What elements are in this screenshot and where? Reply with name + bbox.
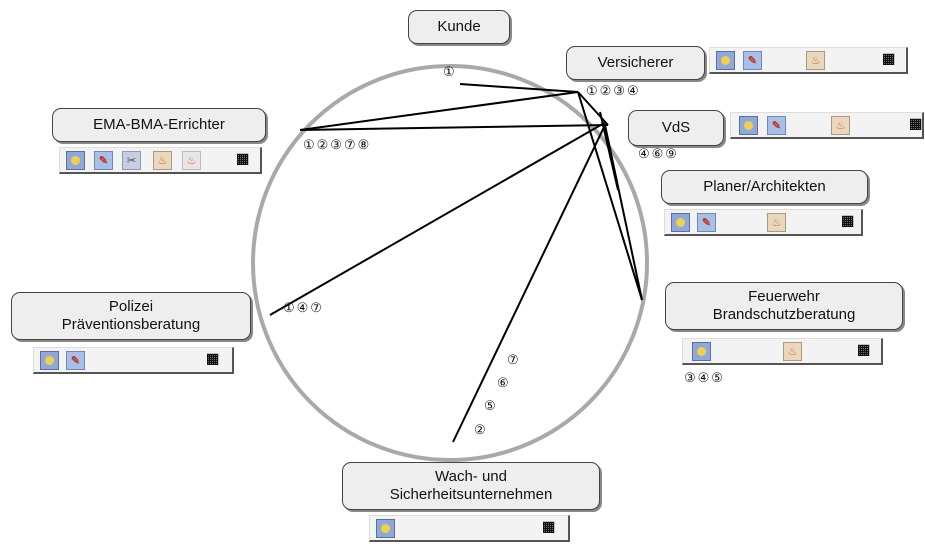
markers-ema: ①②③⑦⑧ bbox=[303, 137, 372, 152]
node-polizei-label-1: Polizei bbox=[108, 298, 154, 315]
node-ema: EMA-BMA-Errichter bbox=[52, 108, 266, 142]
line-ema-vds bbox=[299, 124, 609, 131]
node-vds: VdS bbox=[628, 110, 724, 146]
node-wach-label-2: Sicherheitsunternehmen bbox=[389, 486, 553, 503]
node-versicherer: Versicherer bbox=[566, 46, 705, 80]
pencil-icon: ✎ bbox=[743, 51, 762, 70]
node-feuerwehr-label-2: Brandschutzberatung bbox=[712, 306, 856, 323]
toolbar-versicherer: ✎ ♨ ▦ bbox=[709, 47, 908, 74]
grid-icon: ▦ bbox=[857, 341, 870, 357]
fire-icon: ♨ bbox=[767, 213, 786, 232]
grid-icon: ▦ bbox=[236, 150, 249, 166]
toolbar-planer: ✎ ♨ ▦ bbox=[664, 209, 863, 236]
node-wach-label-1: Wach- und bbox=[435, 468, 507, 485]
toolbar-ema: ✎ ✂ ♨ ♨ ▦ bbox=[59, 147, 262, 174]
photo-icon bbox=[376, 519, 395, 538]
toolbar-vds: ✎ ♨ ▦ bbox=[730, 112, 924, 139]
markers-wach-1: ⑦ bbox=[507, 352, 521, 367]
pencil-icon: ✎ bbox=[767, 116, 786, 135]
node-feuerwehr: Feuerwehr Brandschutzberatung bbox=[665, 282, 903, 330]
photo-icon bbox=[671, 213, 690, 232]
node-polizei: Polizei Präventionsberatung bbox=[11, 292, 251, 340]
photo-icon bbox=[66, 151, 85, 170]
node-kunde: Kunde bbox=[408, 10, 510, 44]
markers-versicherer: ①②③④ bbox=[586, 83, 641, 98]
node-feuerwehr-label-1: Feuerwehr bbox=[748, 288, 820, 305]
markers-wach-3: ⑤ bbox=[484, 398, 498, 413]
grid-icon: ▦ bbox=[542, 518, 555, 534]
markers-wach-4: ② bbox=[474, 422, 488, 437]
line-kunde bbox=[459, 83, 579, 93]
line-feuerwehr-b bbox=[577, 91, 643, 301]
grid-icon: ▦ bbox=[909, 115, 922, 131]
photo-icon bbox=[739, 116, 758, 135]
line-polizei bbox=[269, 121, 607, 316]
markers-polizei: ①④⑦ bbox=[283, 300, 324, 315]
grid-icon: ▦ bbox=[206, 350, 219, 366]
node-polizei-label-2: Präventionsberatung bbox=[61, 316, 201, 333]
fire-icon: ♨ bbox=[783, 342, 802, 361]
tool-icon: ✂ bbox=[122, 151, 141, 170]
photo-icon bbox=[40, 351, 59, 370]
node-kunde-label: Kunde bbox=[437, 18, 481, 35]
grid-icon: ▦ bbox=[882, 50, 895, 66]
toolbar-feuerwehr: ♨ ▦ bbox=[682, 338, 883, 365]
photo-icon bbox=[716, 51, 735, 70]
node-ema-label: EMA-BMA-Errichter bbox=[93, 116, 225, 133]
markers-feuerwehr: ③④⑤ bbox=[684, 370, 725, 385]
photo-icon bbox=[692, 342, 711, 361]
ring bbox=[251, 64, 649, 462]
grid-icon: ▦ bbox=[841, 212, 854, 228]
line-ema-versicherer bbox=[299, 91, 579, 131]
node-planer-label: Planer/Architekten bbox=[703, 178, 826, 195]
pencil-icon: ✎ bbox=[697, 213, 716, 232]
markers-wach-2: ⑥ bbox=[497, 375, 511, 390]
line-wach bbox=[452, 124, 606, 443]
pencil-icon: ✎ bbox=[94, 151, 113, 170]
node-vds-label: VdS bbox=[661, 119, 691, 136]
flame-icon: ♨ bbox=[182, 151, 201, 170]
line-feuerwehr-a bbox=[604, 124, 643, 301]
line-versicherer-vds bbox=[577, 91, 609, 126]
pencil-icon: ✎ bbox=[66, 351, 85, 370]
line-planer bbox=[599, 111, 619, 191]
toolbar-polizei: ✎ ▦ bbox=[33, 347, 234, 374]
toolbar-wach: ▦ bbox=[369, 515, 570, 542]
node-wach: Wach- und Sicherheitsunternehmen bbox=[342, 462, 600, 510]
node-versicherer-label: Versicherer bbox=[597, 54, 674, 71]
fire-icon: ♨ bbox=[806, 51, 825, 70]
markers-vds: ④⑥⑨ bbox=[638, 146, 679, 161]
node-planer: Planer/Architekten bbox=[661, 170, 868, 204]
fire-icon: ♨ bbox=[831, 116, 850, 135]
markers-kunde: ① bbox=[443, 64, 457, 79]
fire-icon: ♨ bbox=[153, 151, 172, 170]
